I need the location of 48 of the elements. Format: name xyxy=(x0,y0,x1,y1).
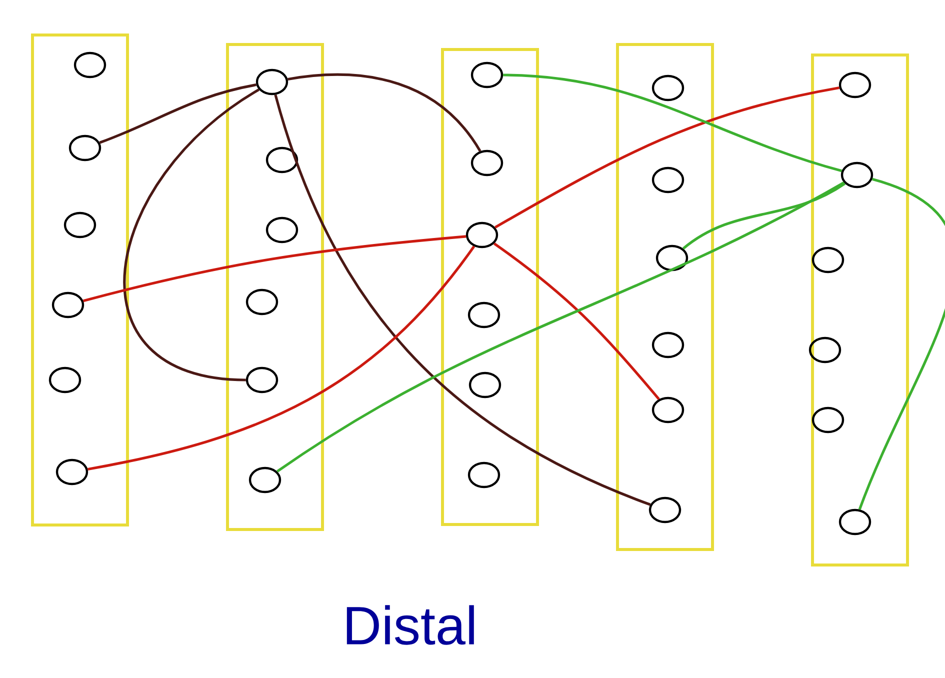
circle xyxy=(838,508,872,536)
circle xyxy=(468,302,500,328)
curve-line xyxy=(88,246,476,470)
circle xyxy=(468,372,502,398)
column-band xyxy=(31,34,129,526)
curve-line xyxy=(82,235,466,302)
circle xyxy=(246,288,278,316)
curve-line xyxy=(274,94,651,506)
circle xyxy=(56,458,88,486)
circle xyxy=(652,396,684,424)
circle xyxy=(468,462,500,488)
circle xyxy=(246,366,278,394)
curve-line xyxy=(276,181,844,473)
circle xyxy=(838,72,872,98)
circle xyxy=(266,216,298,244)
column-band xyxy=(226,43,324,531)
circle xyxy=(74,52,106,78)
curve-line xyxy=(858,178,945,510)
column-band xyxy=(441,48,539,526)
circle xyxy=(648,496,682,524)
column-band xyxy=(616,43,714,551)
curve-line xyxy=(99,84,257,144)
circle xyxy=(840,162,874,188)
curve-line xyxy=(503,74,842,172)
title-text: Distal xyxy=(346,605,474,645)
circle xyxy=(812,406,844,434)
curve-line xyxy=(682,182,846,250)
circle xyxy=(266,146,298,174)
circle xyxy=(812,246,844,274)
circle xyxy=(656,244,688,272)
circle xyxy=(48,366,82,394)
circle xyxy=(256,68,288,96)
circle xyxy=(652,166,684,194)
circle xyxy=(470,62,504,88)
curve-line xyxy=(288,74,482,152)
curve-line xyxy=(493,242,660,400)
circle xyxy=(466,222,498,248)
curve-line xyxy=(494,86,840,229)
column-band xyxy=(811,54,909,566)
circle xyxy=(652,332,684,358)
circle xyxy=(64,212,96,238)
circle xyxy=(470,150,504,176)
circle xyxy=(652,74,684,102)
curve-line xyxy=(124,88,260,382)
circle xyxy=(52,292,84,318)
circle xyxy=(248,466,282,494)
circle xyxy=(808,336,842,364)
circle xyxy=(68,134,102,162)
